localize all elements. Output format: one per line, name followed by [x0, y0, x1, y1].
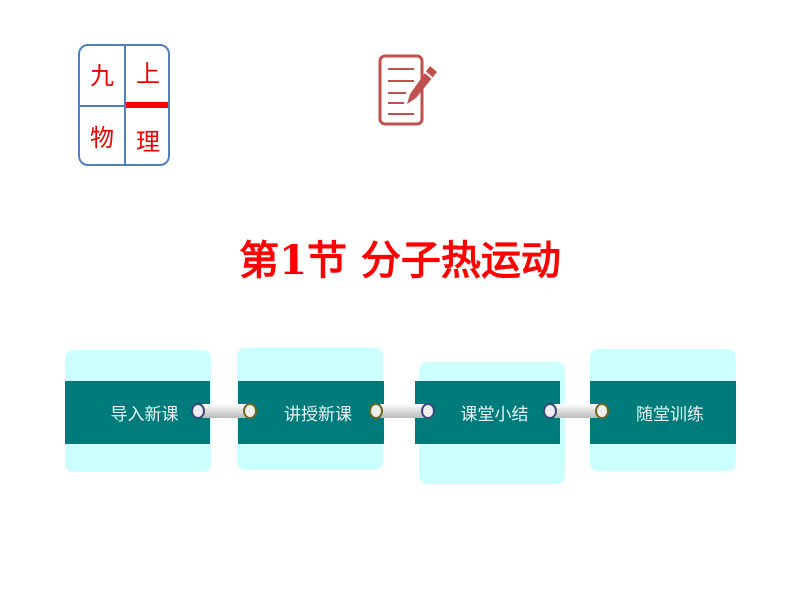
page-title: 第1节 分子热运动	[239, 237, 561, 284]
badge-char: 九	[90, 62, 114, 90]
grade-subject-badge: 九 上 物 理	[78, 44, 170, 166]
nav-label: 导入新课	[110, 405, 179, 425]
connector-dot	[243, 403, 257, 419]
nav-lecture-button[interactable]: 讲授新课	[238, 381, 384, 444]
nav-label: 随堂训练	[636, 405, 704, 425]
nav-summary-button[interactable]: 课堂小结	[415, 381, 560, 444]
connector-dot	[421, 403, 435, 419]
connector	[197, 404, 253, 418]
connector-dot	[543, 403, 557, 419]
connector-dot	[369, 403, 383, 419]
nav-label: 讲授新课	[284, 405, 352, 425]
notepad-pencil-icon	[378, 54, 437, 126]
connector	[375, 404, 431, 418]
divider	[80, 105, 126, 107]
red-bar	[126, 102, 168, 108]
connector-dot	[191, 403, 205, 419]
badge-char: 理	[136, 128, 160, 156]
badge-char: 物	[90, 124, 114, 152]
nav-intro-button[interactable]: 导入新课	[65, 381, 210, 444]
badge-char: 上	[136, 60, 160, 88]
nav-practice-button[interactable]: 随堂训练	[590, 381, 736, 444]
connector	[549, 404, 605, 418]
nav-label: 课堂小结	[460, 405, 529, 425]
connector-dot	[595, 403, 609, 419]
